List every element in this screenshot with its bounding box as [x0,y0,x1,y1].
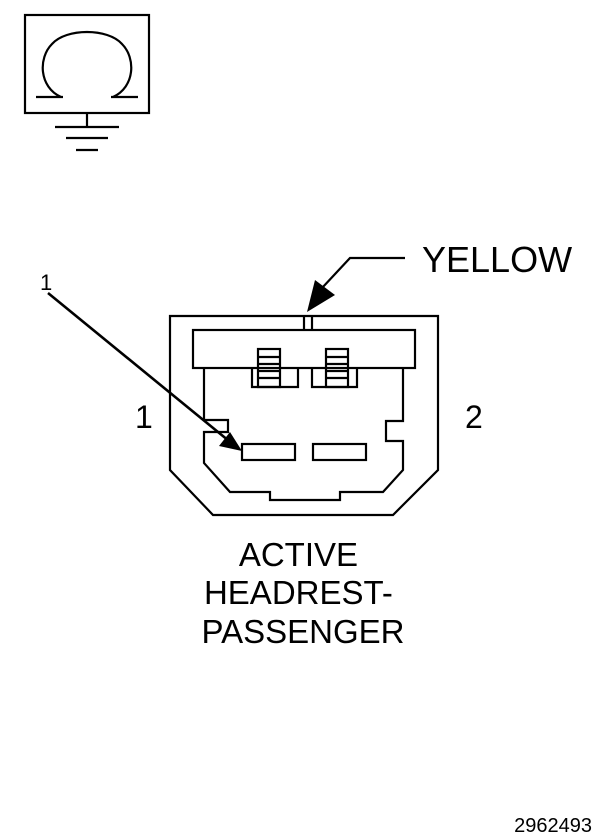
connector-name: ACTIVE HEADREST- PASSENGER [202,536,405,650]
color-leader-arrow [307,256,405,312]
connector-color-label: YELLOW [422,239,572,280]
callout-number: 1 [40,270,52,295]
connector-face [168,314,440,517]
connector-latch-bar [191,328,417,370]
connector-name-line-1: ACTIVE [239,536,358,573]
connector-name-line-3: PASSENGER [202,613,405,650]
terminal-cavity-1 [240,442,297,462]
ground-symbol-icon [55,113,119,152]
pin-label-left: 1 [135,399,153,435]
callout-arrow [47,291,242,451]
connector-inner-cavity [202,368,405,502]
figure-number: 2962493 [514,815,592,837]
terminal-cavity-2 [311,442,368,462]
terminal-latch-left [256,347,282,389]
connector-outer-shell [168,314,440,517]
connector-name-line-2: HEADREST- [204,574,393,611]
pin-label-right: 2 [465,399,483,435]
ohmmeter-icon [23,13,151,115]
terminal-latch-right [324,347,350,389]
